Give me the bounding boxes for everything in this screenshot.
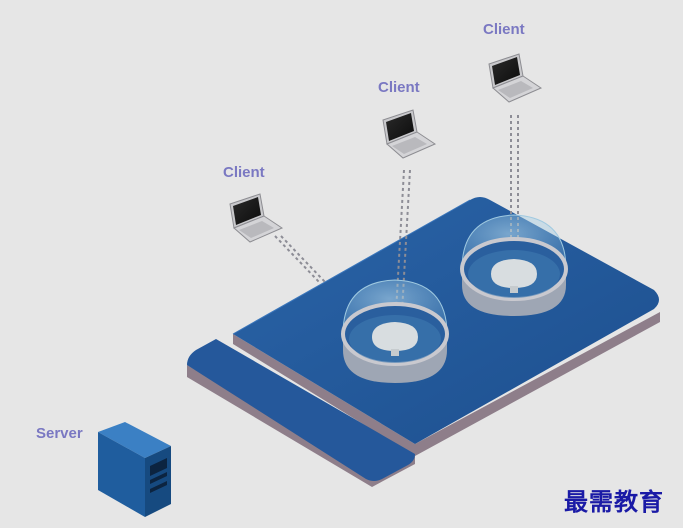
server-tower-icon: [98, 422, 171, 517]
server-label: Server: [36, 425, 83, 442]
laptop-icon: [382, 109, 437, 159]
front-strip: [187, 339, 415, 487]
client-label-1: Client: [223, 164, 265, 181]
client-label-2: Client: [378, 79, 420, 96]
laptop-icon: [229, 193, 284, 243]
laptop-icon: [488, 53, 543, 103]
watermark: 最需教育: [564, 487, 664, 516]
client-label-3: Client: [483, 21, 525, 38]
glass-dome-icon: [341, 279, 449, 383]
glass-dome-icon: [460, 214, 568, 316]
connection-line-client-1: [274, 235, 321, 284]
connection-line-client-1-b: [280, 235, 327, 284]
